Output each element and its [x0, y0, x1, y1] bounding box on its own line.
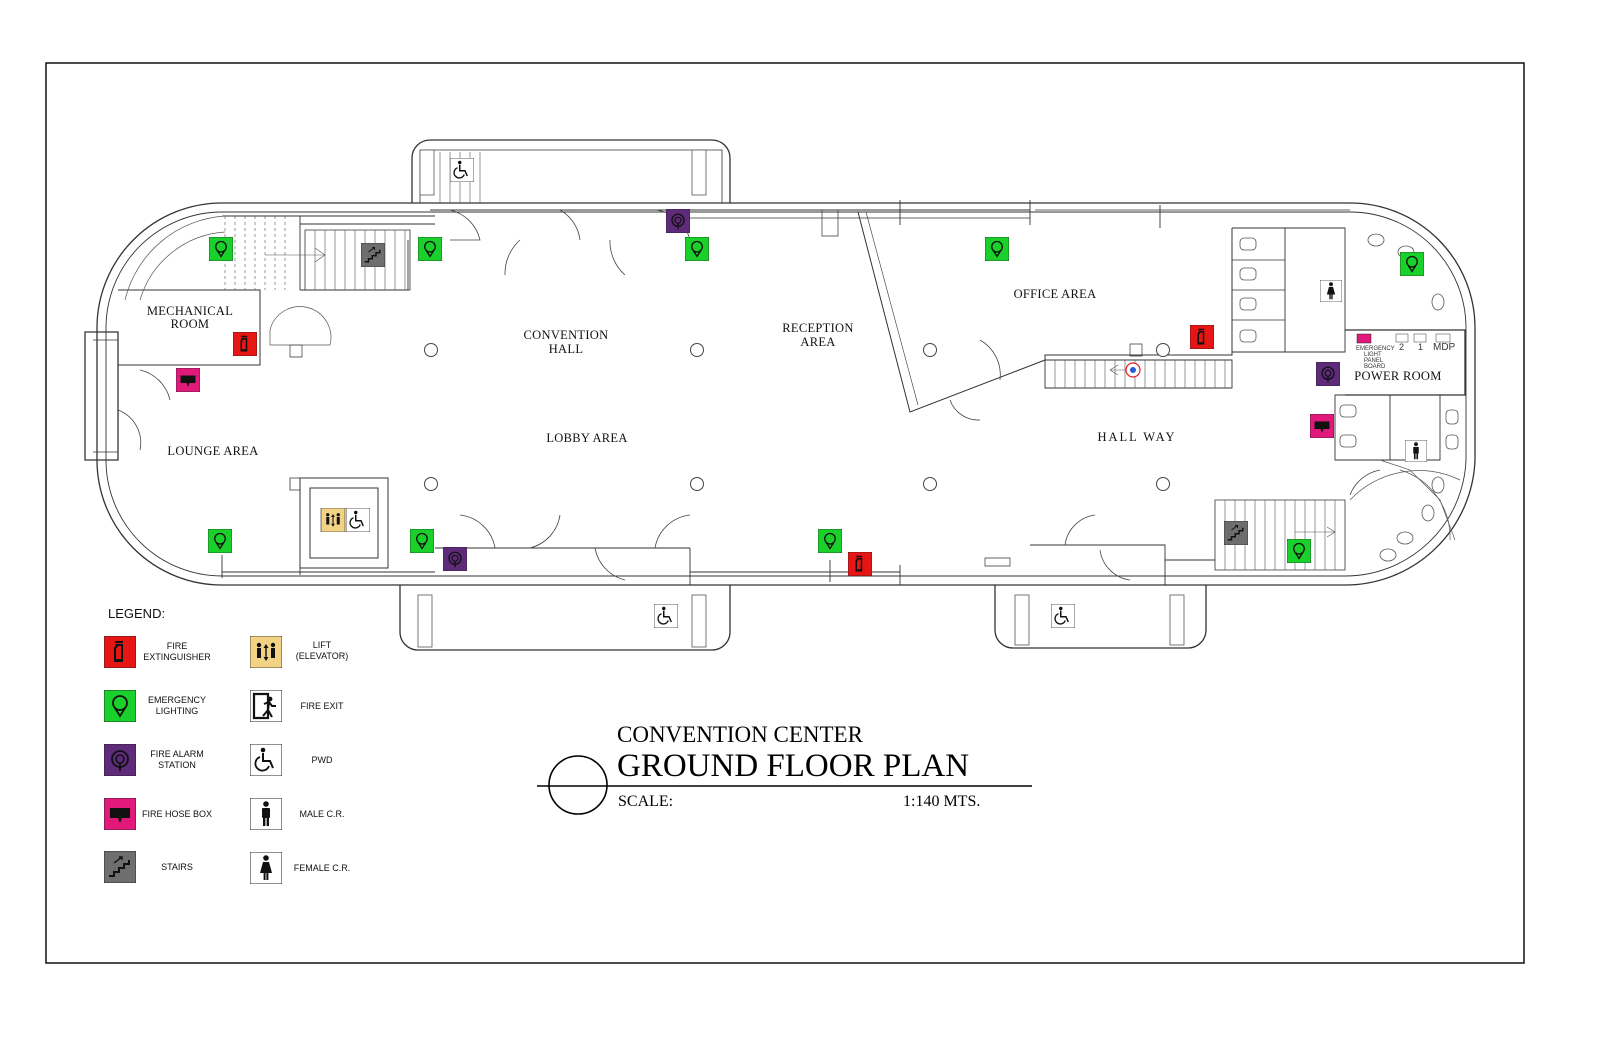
female-restroom-icon	[250, 852, 282, 884]
panel-label: PANEL	[1364, 358, 1384, 364]
sheet-border	[45, 62, 1525, 964]
elevator-icon	[320, 508, 346, 532]
emergency-light-icon	[985, 237, 1009, 261]
stair-treads	[224, 152, 1336, 570]
male-restroom-icon	[1405, 440, 1427, 462]
column	[923, 343, 937, 357]
panel-label: EMERGENCY	[1356, 346, 1395, 352]
room-label-convention: HALL	[549, 342, 584, 356]
panel-board: EMERGENCY LIGHT PANEL BOARD 2 1 MDP	[1356, 333, 1456, 370]
emergency-light-icon	[209, 237, 233, 261]
legend-label: LIFT	[313, 640, 332, 650]
panel-number: 2	[1399, 342, 1404, 352]
emergency-light-icon	[1400, 252, 1424, 276]
room-label-office: OFFICE AREA	[1014, 287, 1097, 301]
panel-label: BOARD	[1364, 364, 1386, 370]
legend-label: EMERGENCY	[148, 695, 206, 705]
emergency-light-icon	[1287, 539, 1311, 563]
fire-extinguisher-icon	[104, 636, 136, 668]
stairs-icon	[104, 851, 136, 883]
fire-hose-box-icon	[104, 798, 136, 830]
spiral-stairs	[124, 215, 1461, 541]
room-label-mechanical: ROOM	[171, 317, 210, 331]
column	[923, 477, 937, 491]
wheelchair-icon	[450, 158, 474, 182]
fire-alarm-icon	[443, 547, 467, 571]
title-block: CONVENTION CENTER GROUND FLOOR PLAN SCAL…	[537, 722, 1032, 815]
fire-extinguisher-icon	[848, 552, 872, 576]
side-panels	[417, 149, 1185, 648]
columns	[424, 343, 1170, 491]
legend-label: FIRE ALARM	[150, 749, 204, 759]
emergency-light-icon	[208, 529, 232, 553]
room-label-hallway: HALL WAY	[1097, 430, 1176, 444]
legend-label: FIRE	[167, 641, 188, 651]
column	[690, 477, 704, 491]
stairs-icon	[1224, 521, 1248, 545]
room-label-reception: AREA	[800, 335, 835, 349]
fire-alarm-icon	[1316, 362, 1340, 386]
legend-label: FIRE HOSE BOX	[142, 809, 212, 819]
wheelchair-icon	[346, 508, 370, 532]
legend-label: MALE C.R.	[299, 809, 344, 819]
legend-label: STATION	[158, 760, 196, 770]
fire-extinguisher-icon	[233, 332, 257, 356]
plan-symbols	[176, 158, 1427, 628]
male-restroom-icon	[250, 798, 282, 830]
legend-label: FIRE EXIT	[300, 701, 344, 711]
panel-label: LIGHT	[1364, 352, 1382, 358]
legend-label: FEMALE C.R.	[294, 863, 351, 873]
room-label-reception: RECEPTION	[782, 321, 853, 335]
fire-hose-box-icon	[176, 368, 200, 392]
fire-extinguisher-icon	[1190, 325, 1214, 349]
column	[1156, 477, 1170, 491]
legend-label: PWD	[312, 755, 333, 765]
panel-number: 1	[1418, 342, 1423, 352]
legend-label: STAIRS	[161, 862, 193, 872]
legend-title: LEGEND:	[108, 606, 165, 621]
column	[690, 343, 704, 357]
wheelchair-icon	[250, 744, 282, 776]
fire-hose-box-icon	[1310, 414, 1334, 438]
emergency-light-icon	[418, 237, 442, 261]
column	[1156, 343, 1170, 357]
building-title: CONVENTION CENTER	[617, 722, 864, 747]
emergency-light-icon	[410, 529, 434, 553]
room-label-lounge: LOUNGE AREA	[167, 444, 258, 458]
legend-label: (ELEVATOR)	[296, 651, 349, 661]
elevator-icon	[250, 636, 282, 668]
legend: LEGEND: FIRE EXTINGUISHER EMERGENCY LIGH…	[104, 606, 350, 884]
scale-value: 1:140 MTS.	[903, 793, 980, 810]
scale-label: SCALE:	[618, 793, 673, 810]
room-label-lobby: LOBBY AREA	[546, 431, 627, 445]
legend-label: LIGHTING	[156, 706, 199, 716]
room-labels: MECHANICAL ROOM CONVENTION HALL RECEPTIO…	[147, 287, 1442, 458]
emergency-light-icon	[818, 529, 842, 553]
title-circle-marker	[548, 755, 608, 815]
wheelchair-icon	[1051, 604, 1075, 628]
door-swings	[117, 209, 1381, 581]
drawing-title: GROUND FLOOR PLAN	[617, 748, 969, 784]
legend-label: EXTINGUISHER	[143, 652, 211, 662]
column	[424, 477, 438, 491]
wheelchair-icon	[654, 604, 678, 628]
fire-exit-icon	[250, 690, 282, 722]
room-label-power: POWER ROOM	[1354, 369, 1441, 383]
fire-alarm-icon	[104, 744, 136, 776]
room-label-mechanical: MECHANICAL	[147, 304, 233, 318]
female-restroom-icon	[1320, 280, 1342, 302]
stairs-icon	[361, 243, 385, 267]
emergency-light-icon	[685, 237, 709, 261]
toilet-fixtures	[1239, 233, 1459, 562]
building-walls	[84, 139, 1476, 651]
emergency-light-icon	[104, 690, 136, 722]
column	[424, 343, 438, 357]
mdp-label: MDP	[1433, 342, 1456, 353]
room-label-convention: CONVENTION	[524, 328, 609, 342]
fire-alarm-icon	[666, 209, 690, 233]
